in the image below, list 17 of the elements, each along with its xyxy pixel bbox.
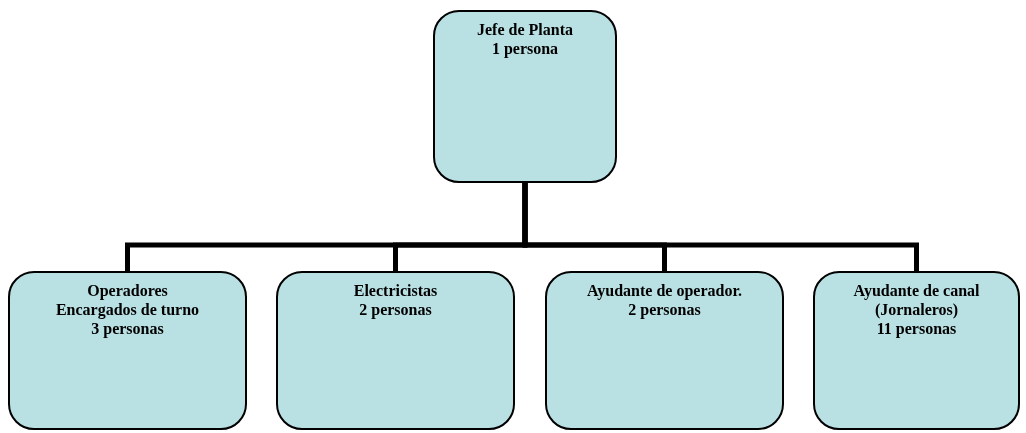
role-detail: 2 personas xyxy=(628,300,701,319)
role-title: Electricistas xyxy=(353,281,438,300)
org-box xyxy=(276,271,515,430)
role-title: Operadores xyxy=(87,281,168,300)
role-title: Ayudante de operador. xyxy=(586,281,743,300)
role-detail: Encargados de turno xyxy=(55,300,200,319)
org-box xyxy=(813,271,1020,430)
role-detail: 3 personas xyxy=(91,319,164,338)
role-detail: 11 personas xyxy=(876,319,957,338)
role-title: Jefe de Planta xyxy=(477,20,573,39)
org-box xyxy=(545,271,784,430)
org-box xyxy=(433,10,617,183)
role-detail: 1 persona xyxy=(491,39,559,58)
role-detail: 2 personas xyxy=(359,300,432,319)
org-box xyxy=(8,271,247,430)
role-detail: (Jornaleros) xyxy=(874,300,959,319)
role-title: Ayudante de canal xyxy=(853,281,980,300)
